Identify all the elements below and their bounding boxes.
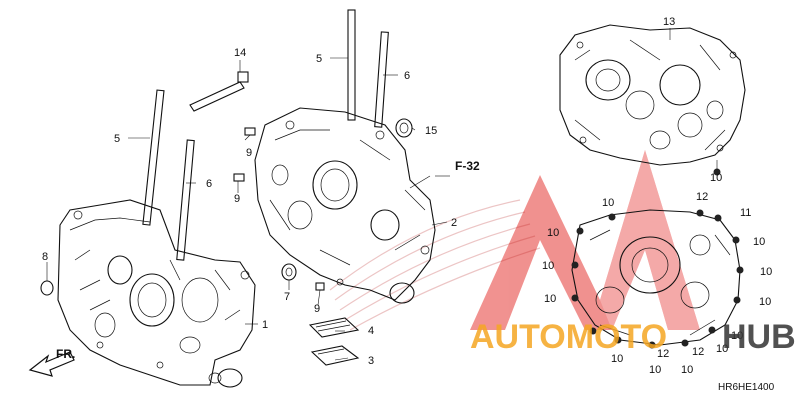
crankcase-bolt-view [571,209,741,346]
crankcase-view-13 [559,24,746,166]
callout-10: 10 [547,227,559,239]
callout-10: 10 [542,260,554,272]
right-crankcase-half [254,107,436,304]
callout-10: 10 [716,343,728,355]
oil-seal-7 [281,263,297,281]
callout-13: 13 [663,16,675,28]
oil-seal-15 [395,118,413,138]
callout-12: 12 [696,191,708,203]
callout-8: 8 [42,251,48,263]
callout-4: 4 [368,325,374,337]
reference-f32: F-32 [455,159,480,173]
bolt-14 [189,71,249,112]
stud-bolts-right [347,9,389,128]
callout-10: 10 [759,296,771,308]
callout-12: 12 [692,346,704,358]
watermark-brand-a: AUTOMOTO [470,318,667,356]
callout-10: 10 [681,364,693,376]
fr-label: FR. [56,347,75,361]
dowel-pin [244,127,256,136]
callout-1: 1 [262,319,268,331]
flange-bolts [571,168,744,349]
left-crankcase [57,199,256,388]
callout-6: 6 [206,178,212,190]
callout-5: 5 [316,53,322,65]
callout-11: 11 [740,207,751,219]
honda-wing-watermark [329,199,541,331]
callout-12: 12 [657,348,669,360]
dowel-pin [233,173,245,182]
stud-bolts-left [142,89,195,261]
callout-3: 3 [368,355,374,367]
callout-10: 10 [649,364,661,376]
callout-7: 7 [284,291,290,303]
oil-strainer-4 [308,317,360,338]
callout-10: 10 [710,172,722,184]
callout-10: 10 [731,330,743,342]
callout-9: 9 [314,303,320,315]
callout-2: 2 [451,217,457,229]
callout-10: 10 [544,293,556,305]
callout-14: 14 [234,47,246,59]
leader-lines [46,28,718,361]
callout-10: 10 [602,197,614,209]
oil-strainer-3 [310,345,360,366]
callout-10: 10 [611,353,623,365]
callouts: 14 5 6 5 6 15 9 9 F-32 2 7 9 4 3 8 1 13 … [42,16,775,393]
callout-15: 15 [425,125,437,137]
callout-10: 10 [760,266,772,278]
watermark-brand-b: HUB [722,318,796,356]
diagram-code: HR6HE1400 [718,382,775,393]
o-ring [40,280,54,296]
callout-10: 10 [753,236,765,248]
callout-9: 9 [246,147,252,159]
watermark-text: AUTOMOTO HUB [470,318,796,356]
callout-6: 6 [404,70,410,82]
watermark-logo [470,150,700,330]
dowel-pin [315,282,325,291]
callout-5: 5 [114,133,120,145]
callout-9: 9 [234,193,240,205]
front-direction-arrow: FR. [28,347,75,377]
